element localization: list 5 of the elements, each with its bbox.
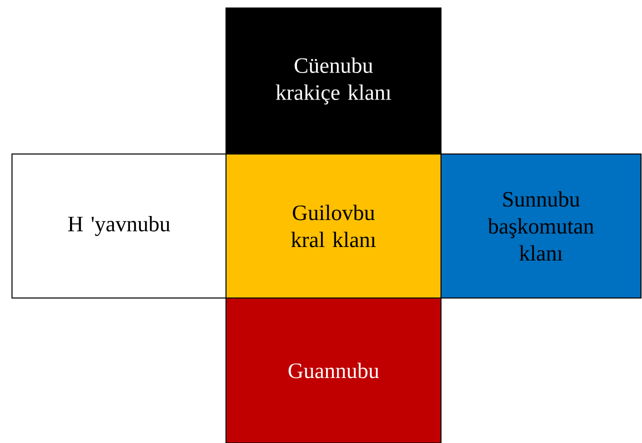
color-box: Guannubu <box>226 297 442 443</box>
text-box: H 'yavnubu <box>12 153 226 298</box>
color-box: Cüenubu krakiçe klanı <box>226 8 442 154</box>
color-box: Guilovbu kral klanı <box>226 153 442 298</box>
color-box: Sunnubu başkomutan klanı <box>440 153 642 298</box>
